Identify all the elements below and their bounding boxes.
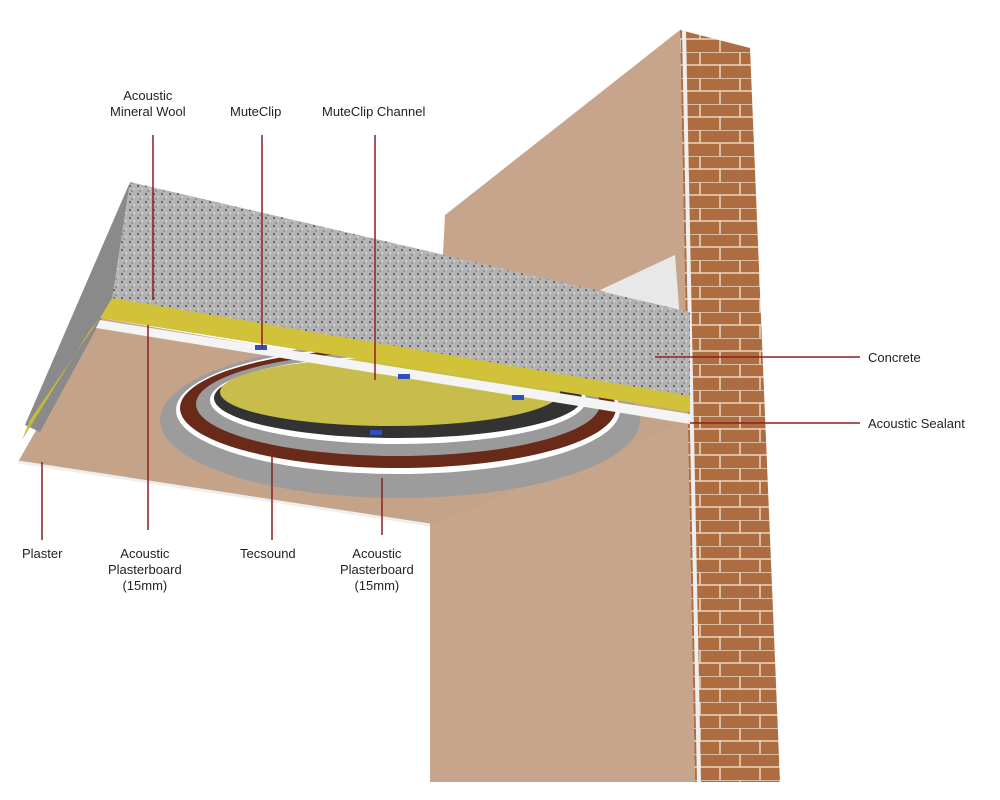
label-line: Mineral Wool (110, 104, 186, 119)
label-line: Acoustic (352, 546, 402, 561)
concrete-slab (112, 182, 690, 398)
label-concrete: Concrete (868, 350, 921, 365)
label-plaster: Plaster (22, 546, 63, 561)
label-line: Plasterboard (340, 562, 414, 577)
label-line: Plasterboard (108, 562, 182, 577)
label-line: Acoustic (123, 88, 173, 103)
label-tecsound: Tecsound (240, 546, 296, 561)
label-muteclip: MuteClip (230, 104, 282, 119)
label-sealant: Acoustic Sealant (868, 416, 965, 431)
wool-layer (100, 298, 690, 412)
concrete-left-face (25, 182, 130, 432)
leader-lines (41, 135, 860, 540)
label-line: (15mm) (122, 578, 168, 593)
label-line: Acoustic (120, 546, 170, 561)
brick-wall (680, 30, 780, 782)
wall-recess (600, 255, 680, 320)
label-line: (15mm) (354, 578, 400, 593)
label-muteclip-channel: MuteClip Channel (322, 104, 426, 119)
